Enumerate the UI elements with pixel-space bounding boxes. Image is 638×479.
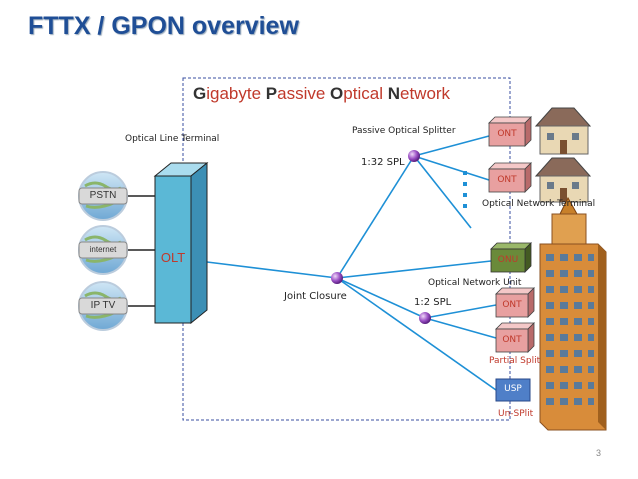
ont-3-label: ONT	[502, 300, 522, 310]
page-number: 3	[596, 448, 602, 458]
fiber-joint-spl2	[336, 277, 426, 319]
fiber-spl2-ont3	[424, 304, 497, 319]
ont-1-label: ONT	[497, 129, 517, 139]
joint-closure-node	[331, 272, 343, 284]
usp-label: USP	[504, 384, 522, 394]
fiber-lines	[206, 135, 497, 391]
ont-4-label: ONT	[502, 335, 522, 345]
fiber-joint-spl32	[336, 155, 415, 279]
usp-box	[495, 378, 531, 402]
fiber-spl2-ont4	[424, 317, 497, 339]
partial-split-label: Partial Split	[489, 356, 541, 366]
ont-full-label: Optical Network Terminal	[482, 199, 596, 209]
pstn-label: PSTN	[89, 190, 117, 201]
ont-box-2	[488, 162, 532, 193]
onu-box	[490, 242, 532, 273]
internet-globe	[78, 225, 128, 275]
spl32-label: 1:32 SPL	[361, 157, 405, 168]
ont-box-1	[488, 116, 532, 147]
more-ont-indicator	[463, 171, 467, 208]
splitter-32-node	[408, 150, 420, 162]
house-icon-2	[534, 157, 592, 203]
splitter-full-label: Passive Optical Splitter	[352, 126, 456, 136]
fiber-joint-usp	[336, 277, 497, 391]
onu-full-label: Optical Network Unit	[428, 278, 522, 288]
unsplit-label: Un-SPlit	[498, 409, 534, 419]
fiber-olt-joint	[206, 261, 338, 279]
onu-label: ONU	[497, 255, 519, 265]
ont-2-label: ONT	[497, 175, 517, 185]
olt-box	[153, 161, 209, 325]
internet-label: internet	[89, 245, 117, 254]
olt-label: OLT	[160, 250, 186, 265]
house-icon-1	[534, 107, 592, 155]
fiber-spl32-ont1	[413, 135, 490, 157]
fiber-joint-onu	[336, 260, 492, 279]
fiber-spl32-more	[413, 155, 472, 229]
joint-closure-label: Joint Closure	[284, 291, 347, 302]
iptv-label: IP TV	[90, 300, 116, 311]
fiber-spl32-ont2	[413, 155, 490, 181]
tower-icon	[539, 196, 607, 431]
gpon-boundary	[182, 77, 511, 421]
iptv-globe	[78, 281, 128, 331]
ont-box-3	[495, 287, 535, 318]
splitter-2-node	[419, 312, 431, 324]
ont-box-4	[495, 322, 535, 353]
olt-full-label: Optical Line Terminal	[125, 134, 220, 144]
slide-title: FTTX / GPON overview	[28, 12, 299, 40]
pstn-globe	[78, 171, 128, 221]
gpon-title: Gigabyte Passive Optical Network	[193, 84, 451, 103]
spl2-label: 1:2 SPL	[414, 297, 452, 308]
